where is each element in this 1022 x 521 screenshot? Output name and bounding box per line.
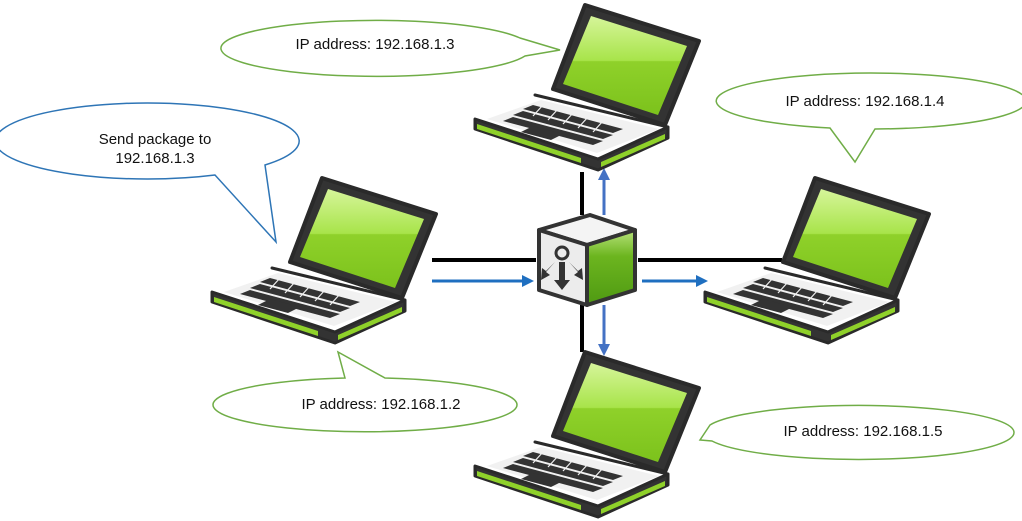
- bubble-top-text: IP address: 192.168.1.3: [295, 36, 455, 53]
- bubble-right-shape: [715, 72, 1022, 164]
- bubble-sender-text: Send package to 192.168.1.3: [98, 131, 212, 167]
- network-switch-icon: [537, 213, 637, 307]
- bubble-right-text: IP address: 192.168.1.4: [785, 93, 945, 110]
- bubble-bottom-right-shape: [698, 404, 1015, 461]
- packet-arrows: [432, 168, 708, 356]
- laptop-icon-top: [473, 3, 701, 172]
- bubble-bottom-right-text: IP address: 192.168.1.5: [783, 423, 943, 440]
- bubble-bottom-left-text: IP address: 192.168.1.2: [301, 396, 461, 413]
- bubble-sender-shape: [0, 102, 300, 245]
- connection-lines: [432, 172, 782, 352]
- laptop-icon-bottom: [473, 350, 701, 519]
- bubble-bottom-left-shape: [212, 350, 518, 433]
- bubble-top-shape: [220, 19, 561, 78]
